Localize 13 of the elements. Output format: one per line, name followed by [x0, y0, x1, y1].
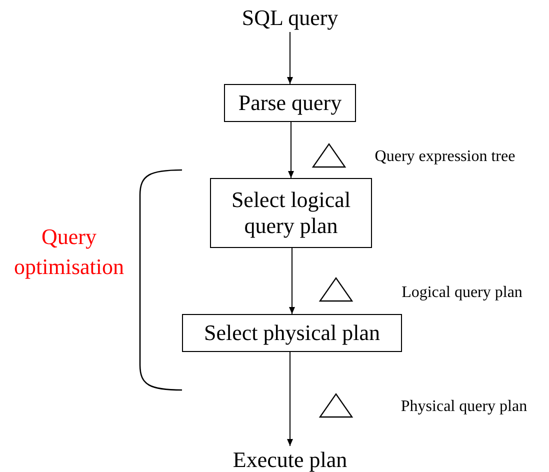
annotation-label: Physical query plan: [400, 397, 528, 417]
process-box: Select physical plan: [182, 314, 402, 352]
arrow: [289, 248, 295, 314]
annotation-label: Query expression tree: [374, 147, 516, 167]
arrow: [287, 32, 293, 84]
process-box: Parse query: [224, 84, 356, 122]
query-label: SQL query: [230, 4, 350, 32]
output-label: Execute plan: [220, 446, 360, 472]
annotation-label: Logical query plan: [400, 283, 524, 303]
group-label: Query optimisation: [14, 223, 124, 281]
arrow: [287, 352, 293, 446]
process-box: Select logical query plan: [210, 178, 372, 248]
arrow: [288, 122, 294, 178]
